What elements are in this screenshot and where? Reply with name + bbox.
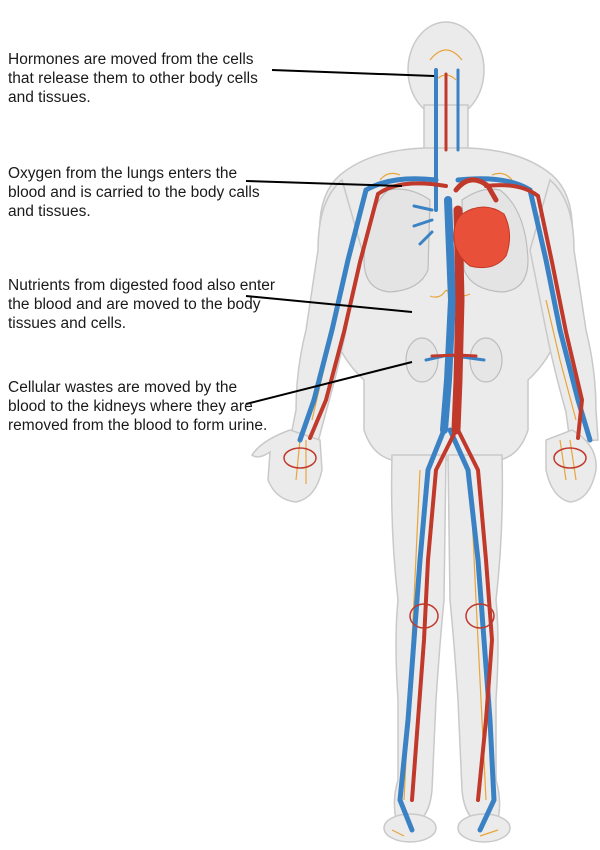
- right-kidney: [469, 337, 503, 383]
- heart: [453, 206, 510, 269]
- leader-nutrients: [245, 295, 413, 313]
- right-hand: [545, 429, 597, 503]
- kidneys: [405, 337, 503, 383]
- caption-nutrients: Nutrients from digested food also enter …: [8, 277, 276, 332]
- left-leg: [390, 454, 447, 821]
- right-foot: [457, 813, 511, 843]
- leader-oxygen: [245, 180, 403, 187]
- caption-wastes: Cellular wastes are moved by the blood t…: [8, 379, 268, 434]
- leader-lines: [245, 69, 435, 405]
- leader-hormones: [271, 69, 435, 77]
- joint-vessels: [283, 447, 587, 629]
- left-hand: [251, 429, 323, 503]
- left-kidney: [405, 337, 439, 383]
- caption-hormones: Hormones are moved from the cells that r…: [8, 51, 258, 106]
- arteries: [308, 72, 585, 802]
- leader-wastes: [245, 361, 413, 405]
- caption-oxygen: Oxygen from the lungs enters the blood a…: [8, 165, 260, 220]
- left-arm: [289, 178, 363, 443]
